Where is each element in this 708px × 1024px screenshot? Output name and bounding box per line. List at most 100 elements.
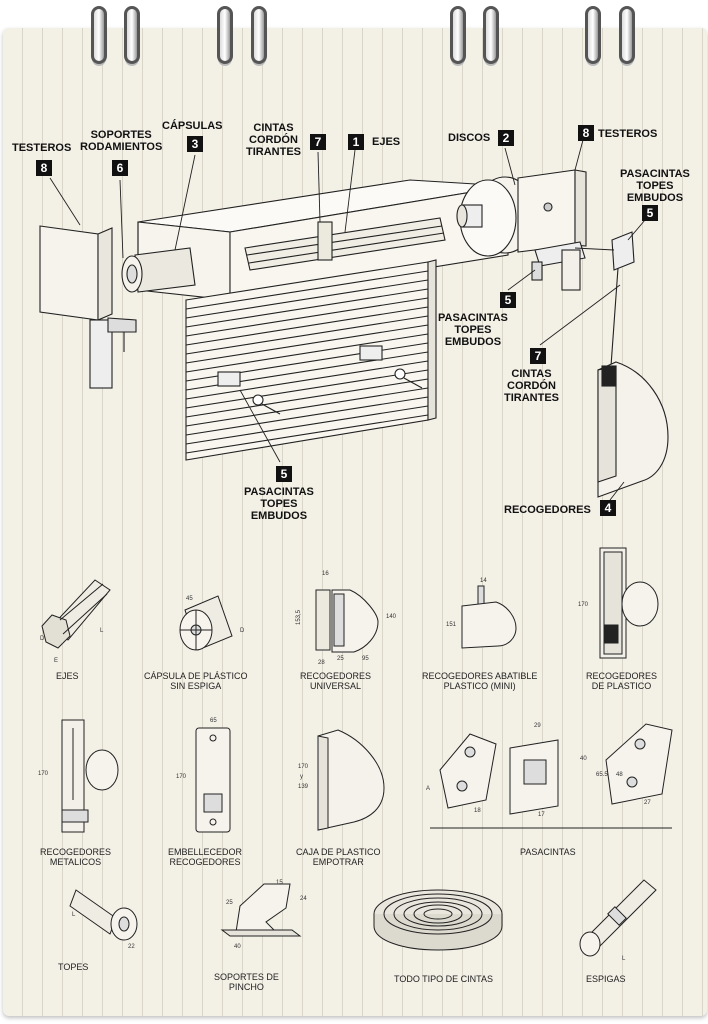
label-pasacintas-bottom: PASACINTAS TOPES EMBUDOS (244, 486, 314, 522)
part-ejes-drawing: D E L (40, 579, 111, 664)
svg-text:139: 139 (298, 784, 309, 790)
spiral-ring (124, 6, 140, 64)
label-cintas-top: CINTAS CORDÓN TIRANTES (246, 122, 301, 158)
label-discos: DISCOS (448, 132, 491, 144)
svg-text:153,5: 153,5 (296, 609, 302, 625)
strap-winder (597, 361, 669, 498)
part-espigas-drawing: L (579, 879, 657, 962)
svg-text:170: 170 (38, 771, 49, 777)
caption-pincho: SOPORTES DE PINCHO (214, 972, 279, 992)
label-pasacintas-right: PASACINTAS TOPES EMBUDOS (620, 168, 690, 204)
svg-text:A: A (426, 786, 430, 792)
caption-topes: TOPES (58, 962, 89, 972)
svg-text:22: 22 (128, 944, 135, 950)
part-caja-drawing: 170 y 139 (298, 729, 385, 831)
svg-text:170: 170 (176, 774, 187, 780)
caption-pasacintas: PASACINTAS (520, 847, 576, 857)
svg-text:27: 27 (644, 800, 651, 806)
badge-3: 3 (187, 136, 203, 152)
badge-5-right: 5 (642, 205, 658, 221)
svg-text:14: 14 (480, 578, 487, 584)
svg-text:24: 24 (300, 896, 307, 902)
label-testeros-right: TESTEROS (598, 128, 658, 140)
svg-text:D: D (240, 628, 245, 634)
svg-text:40: 40 (234, 944, 241, 950)
svg-text:18: 18 (474, 808, 481, 814)
svg-text:40: 40 (580, 756, 587, 762)
part-capsula-drawing: 45 D (179, 595, 245, 651)
end-bracket-right (517, 169, 587, 291)
svg-text:48: 48 (616, 772, 623, 778)
caption-embellecedor: EMBELLECEDOR RECOGEDORES (168, 847, 243, 867)
svg-text:25: 25 (226, 900, 233, 906)
caption-recog-metalicos: RECOGEDORES METALICOS (40, 847, 112, 867)
spiral-ring (450, 6, 466, 64)
slat-stoppers (217, 345, 423, 415)
svg-text:95: 95 (362, 656, 369, 662)
badge-5-bottom: 5 (276, 466, 292, 482)
spiral-ring (251, 6, 267, 64)
svg-text:17: 17 (538, 812, 545, 818)
label-capsulas: CÁPSULAS (162, 120, 223, 132)
caption-recog-abatible: RECOGEDORES ABATIBLE PLASTICO (MINI) (422, 671, 538, 691)
part-universal-drawing: 16 153,5 140 28 25 95 (296, 571, 397, 666)
svg-text:L: L (72, 912, 76, 918)
svg-text:170: 170 (298, 764, 309, 770)
svg-text:D: D (40, 636, 45, 642)
svg-text:L: L (622, 956, 626, 962)
caption-cintas: TODO TIPO DE CINTAS (394, 974, 494, 984)
badge-1: 1 (348, 134, 364, 150)
caption-espigas: ESPIGAS (586, 974, 626, 984)
badge-7-top: 7 (310, 134, 326, 150)
svg-text:25: 25 (337, 656, 344, 662)
spiral-ring (483, 6, 499, 64)
svg-text:45: 45 (186, 596, 193, 602)
badge-2: 2 (498, 130, 514, 146)
badge-7-mid: 7 (530, 348, 546, 364)
svg-text:170: 170 (578, 602, 589, 608)
strap-line (609, 267, 619, 381)
part-metalicos-drawing: 170 (38, 719, 119, 833)
label-testeros-left: TESTEROS (12, 142, 72, 154)
label-soportes: SOPORTES RODAMIENTOS (80, 129, 163, 153)
svg-text:16: 16 (322, 571, 329, 577)
leader-lines (49, 139, 646, 501)
badge-6: 6 (112, 160, 128, 176)
shutter-slats (185, 259, 437, 461)
caption-caja: CAJA DE PLASTICO EMPOTRAR (296, 847, 381, 867)
badge-8-right: 8 (578, 125, 594, 141)
svg-text:y: y (300, 774, 303, 780)
end-bracket-left (39, 225, 137, 389)
part-embellecedor-drawing: 65 170 (176, 718, 231, 833)
svg-text:E: E (54, 658, 58, 664)
tape-guide-right (574, 231, 635, 271)
part-pincho-drawing: 15 25 24 40 (220, 880, 307, 950)
caption-ejes: EJES (56, 671, 79, 681)
caption-recog-universal: RECOGEDORES UNIVERSAL (300, 671, 372, 691)
axle-shaft (244, 217, 446, 271)
badge-4: 4 (600, 500, 616, 516)
part-cintas-drawing (373, 889, 503, 951)
svg-text:15: 15 (276, 880, 283, 886)
caption-capsula: CÁPSULA DE PLÁSTICO SIN ESPIGA (144, 671, 248, 691)
spiral-ring (619, 6, 635, 64)
part-abatible-drawing: 14 151 (446, 578, 517, 649)
label-ejes: EJES (372, 136, 401, 148)
part-pasacintas-drawing: A 18 29 40 17 65.5 48 27 (426, 723, 673, 829)
caption-recog-plastico: RECOGEDORES DE PLASTICO (586, 671, 658, 691)
label-recogedores: RECOGEDORES (504, 504, 591, 516)
spiral-ring (585, 6, 601, 64)
label-cintas-mid: CINTAS CORDÓN TIRANTES (504, 368, 559, 404)
svg-text:28: 28 (318, 660, 325, 666)
svg-text:65: 65 (210, 718, 217, 724)
svg-text:L: L (100, 628, 104, 634)
label-pasacintas-mid: PASACINTAS TOPES EMBUDOS (438, 312, 508, 348)
spiral-ring (91, 6, 107, 64)
svg-text:151: 151 (446, 622, 457, 628)
svg-text:140: 140 (386, 614, 397, 620)
svg-text:65.5: 65.5 (596, 772, 608, 778)
badge-8-left: 8 (36, 160, 52, 176)
part-topes-drawing: L 22 (69, 889, 138, 950)
